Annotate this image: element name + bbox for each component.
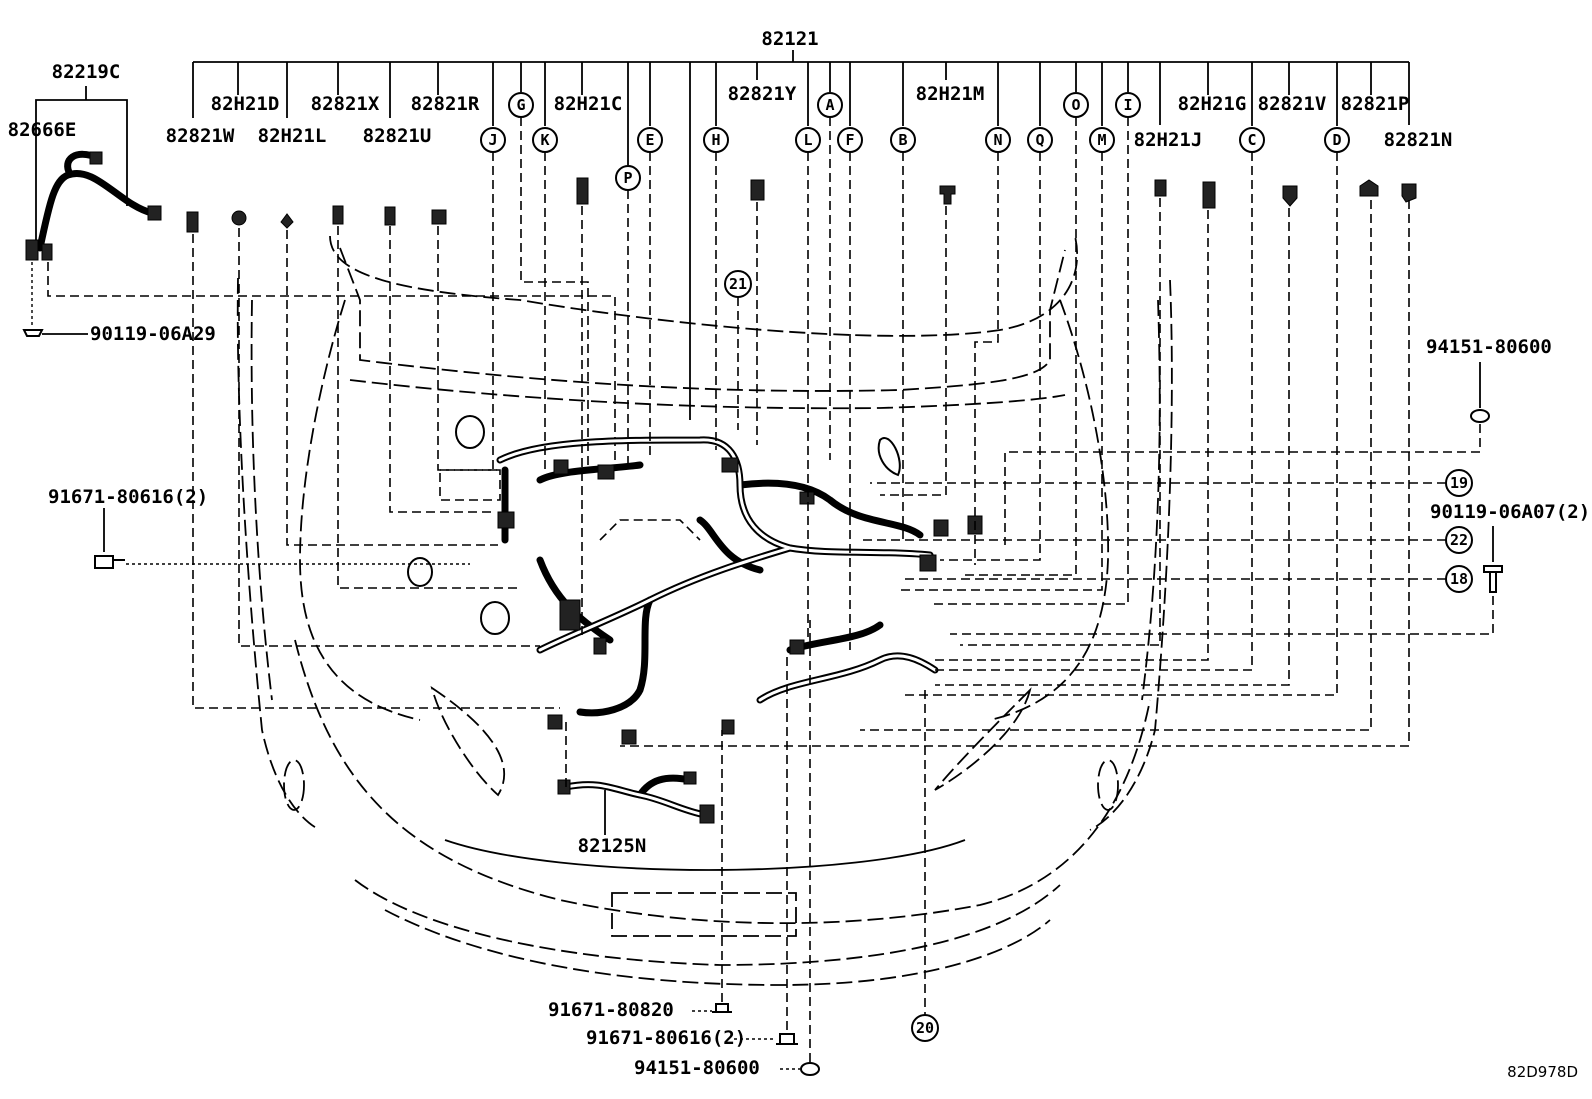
circle-letter: G <box>516 96 525 114</box>
circle-letter: B <box>898 131 907 149</box>
harness-top-label: 82219C <box>52 61 121 83</box>
circle-number: 21 <box>729 275 747 293</box>
circle-letter: D <box>1332 131 1341 149</box>
connector-icon <box>939 185 956 205</box>
clip-icon <box>776 1033 798 1045</box>
circle-letter: N <box>993 131 1002 149</box>
main-part-label: 82121 <box>761 28 818 50</box>
connector-icon <box>332 205 344 225</box>
connector-labels: 82H21D 82821X 82821R 82H21C 82821Y 82H21… <box>166 83 1453 151</box>
connector-label: 82821N <box>1384 129 1453 151</box>
connector-label: 82821W <box>166 125 235 147</box>
connector-icon <box>750 179 765 201</box>
circle-number: 19 <box>1450 474 1468 492</box>
connector-label: 82H21J <box>1134 129 1203 151</box>
circle-letter: L <box>803 131 812 149</box>
bolt-icon <box>22 329 44 337</box>
circle-letter: O <box>1071 96 1080 114</box>
connector-icon <box>280 213 294 229</box>
connector-icon <box>186 211 199 233</box>
connector-label: 82H21G <box>1178 93 1247 115</box>
circle-letter: C <box>1247 131 1256 149</box>
circle-number: 18 <box>1450 570 1468 588</box>
bottom-fasteners: 91671-80820 91671-80616(2) 94151-80600 <box>548 620 820 1079</box>
circle-letter: M <box>1097 131 1106 149</box>
connector-label: 82H21L <box>258 125 327 147</box>
bolt-icon <box>712 1003 732 1013</box>
connector-label: 82H21D <box>211 93 280 115</box>
fastener-label: 90119-06A29 <box>90 323 216 345</box>
harness-side-label: 82666E <box>8 119 77 141</box>
circle-number: 20 <box>916 1019 934 1037</box>
circle-letter: I <box>1123 96 1132 114</box>
connector-label: 82821R <box>411 93 480 115</box>
connector-icons <box>186 177 1417 233</box>
bottom-harness-label: 82125N <box>578 835 647 857</box>
connector-icon <box>1282 185 1298 207</box>
fastener-label: 91671-80616(2) <box>586 1027 746 1049</box>
fastener-label: 91671-80616(2) <box>48 486 208 508</box>
connector-icon <box>1202 181 1216 209</box>
clip-icon <box>94 555 125 569</box>
circle-letter: H <box>711 131 720 149</box>
diagram-code: 82D978D <box>1507 1063 1578 1081</box>
fastener-label: 94151-80600 <box>634 1057 760 1079</box>
fastener-label: 91671-80820 <box>548 999 674 1021</box>
circle-letter: A <box>825 96 834 114</box>
main-wire-harness <box>496 436 983 745</box>
circle-letter: E <box>645 131 654 149</box>
connector-label: 82821X <box>311 93 380 115</box>
connector-label: 82821U <box>363 125 432 147</box>
circle-letter: F <box>845 131 854 149</box>
bolt-icon <box>1483 565 1503 593</box>
connector-icon <box>384 206 396 226</box>
vehicle-body-outline <box>236 235 1173 986</box>
connector-label: 82H21M <box>916 83 985 105</box>
leader-lines <box>192 117 1410 1015</box>
fastener-label: 94151-80600 <box>1426 336 1552 358</box>
connector-label: 82H21C <box>554 93 623 115</box>
connector-icon <box>1359 179 1379 197</box>
connector-icon <box>1401 183 1417 203</box>
fastener-label: 90119-06A07(2) <box>1430 501 1590 523</box>
connector-label: 82821P <box>1341 93 1410 115</box>
connector-label: 82821Y <box>728 83 797 105</box>
circle-letter: K <box>540 131 549 149</box>
circle-letter: P <box>623 169 632 187</box>
circle-letter: J <box>488 131 497 149</box>
circle-number-markers: 21 19 22 18 20 <box>724 270 1473 1042</box>
connector-icon <box>576 177 589 205</box>
connector-icon <box>431 209 447 225</box>
circle-letter: Q <box>1035 131 1044 149</box>
callout-drop-lines <box>192 62 1410 420</box>
left-harness-wire <box>36 169 156 252</box>
connector-label: 82821V <box>1258 93 1327 115</box>
connector-icon <box>231 210 247 226</box>
connector-icon <box>1154 179 1167 197</box>
grommet-icon <box>1470 409 1490 423</box>
circle-number: 22 <box>1450 531 1468 549</box>
grommet-icon <box>800 1062 820 1076</box>
